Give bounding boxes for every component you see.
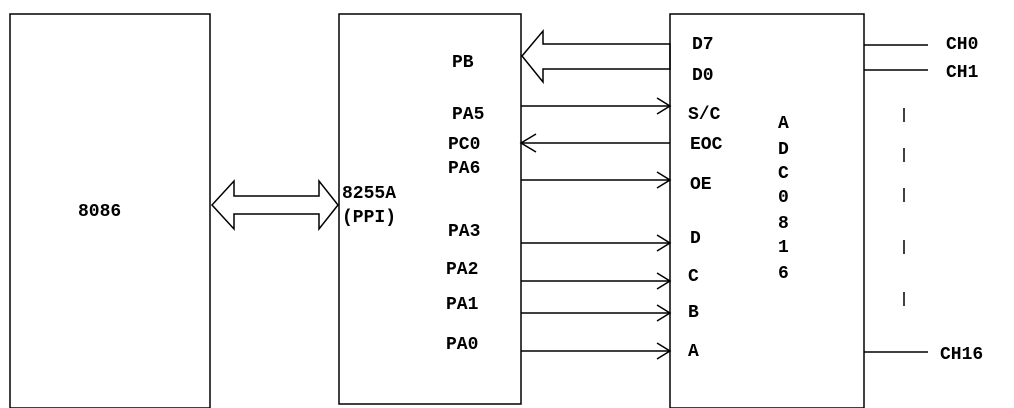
ppi-name: 8255A [342, 184, 396, 204]
adc-letter-8: 8 [778, 214, 789, 234]
ppi-8255a-block [338, 13, 522, 405]
adc-letter-d: D [778, 140, 789, 160]
pin-eoc: EOC [690, 135, 723, 155]
data-bus-arrow [521, 28, 671, 85]
pin-sc: S/C [688, 105, 721, 125]
adc-letter-1: 1 [778, 238, 789, 258]
pa5-arrowhead [656, 97, 672, 115]
pin-d7: D7 [692, 35, 714, 55]
channel-ch16: CH16 [940, 345, 983, 365]
pa0-arrowhead [656, 342, 672, 360]
pin-c: C [688, 267, 699, 287]
bus-8086-to-ppi-arrow [210, 178, 339, 232]
adc0816-block [669, 13, 865, 408]
pin-b: B [688, 303, 699, 323]
pin-pa5: PA5 [452, 105, 484, 125]
pin-oe: OE [690, 175, 712, 195]
pin-pa0: PA0 [446, 335, 478, 355]
ppi-subtitle: (PPI) [342, 208, 396, 228]
adc-letter-6: 6 [778, 264, 789, 284]
channel-ch1: CH1 [946, 63, 979, 83]
pin-pc0: PC0 [448, 135, 480, 155]
pin-pb: PB [452, 53, 474, 73]
pc0-arrowhead [519, 133, 537, 153]
adc-letter-c: C [778, 164, 789, 184]
pin-pa6: PA6 [448, 159, 480, 179]
pin-d: D [690, 229, 701, 249]
pa2-arrowhead [656, 272, 672, 290]
cpu-label: 8086 [78, 202, 121, 222]
pa1-arrowhead [656, 304, 672, 322]
cpu-8086-block [9, 13, 211, 408]
adc-letter-a: A [778, 114, 789, 134]
pin-pa3: PA3 [448, 222, 480, 242]
pin-d0: D0 [692, 66, 714, 86]
pin-pa2: PA2 [446, 260, 478, 280]
pin-pa1: PA1 [446, 295, 479, 315]
pa3-arrowhead [656, 234, 672, 252]
pin-a: A [688, 342, 699, 362]
channel-ch0: CH0 [946, 35, 978, 55]
pa6-arrowhead [656, 171, 672, 189]
adc-letter-0: 0 [778, 188, 789, 208]
